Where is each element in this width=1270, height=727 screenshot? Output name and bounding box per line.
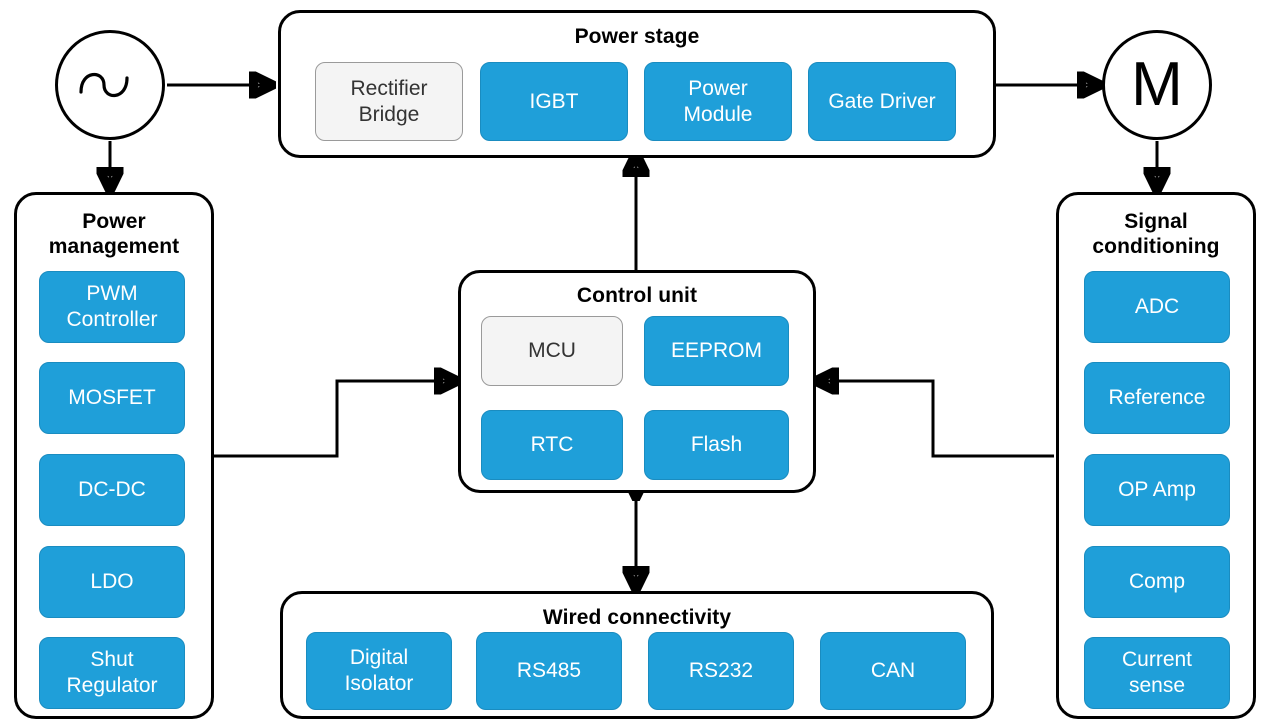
block-label: OP Amp	[1118, 478, 1196, 501]
block-label: Comp	[1128, 570, 1186, 593]
title-line-2: conditioning	[1092, 235, 1220, 258]
block-label: IGBT	[529, 89, 579, 113]
block-label: ADC	[1134, 295, 1180, 318]
motor-symbol: M	[1102, 30, 1212, 140]
label-line-1: PWM	[86, 282, 138, 305]
block-ldo[interactable]: LDO	[39, 546, 185, 618]
block-label: DC-DC	[78, 478, 146, 501]
ac-source-symbol	[55, 30, 165, 140]
block-rs232[interactable]: RS232	[648, 632, 794, 710]
block-mcu[interactable]: MCU	[481, 316, 623, 386]
block-label: RS485	[516, 659, 582, 682]
block-label: Reference	[1108, 386, 1206, 409]
block-op-amp[interactable]: OP Amp	[1084, 454, 1230, 526]
block-reference[interactable]: Reference	[1084, 362, 1230, 434]
block-rs485[interactable]: RS485	[476, 632, 622, 710]
block-label: CAN	[870, 659, 916, 682]
block-label: LDO	[90, 570, 134, 593]
block-label: MCU	[528, 339, 576, 362]
block-label: PWM Controller	[66, 281, 157, 333]
block-power-module[interactable]: Power Module	[644, 62, 792, 141]
block-current-sense[interactable]: Current sense	[1084, 637, 1230, 709]
block-label: Current sense	[1122, 647, 1192, 699]
wired-connectivity-title: Wired connectivity	[542, 606, 732, 629]
block-label: EEPROM	[670, 339, 762, 362]
wire-power-management-to-control-unit	[214, 381, 457, 458]
block-flash[interactable]: Flash	[644, 410, 789, 480]
power-stage-title: Power stage	[574, 25, 700, 48]
title-line-1: Signal	[1124, 210, 1188, 233]
label-line-2: Controller	[66, 308, 158, 331]
block-pwm-controller[interactable]: PWM Controller	[39, 271, 185, 343]
block-label: RTC	[530, 433, 574, 456]
block-comp[interactable]: Comp	[1084, 546, 1230, 618]
label-line-2: Isolator	[344, 672, 414, 695]
block-label: MOSFET	[68, 386, 156, 409]
label-line-1: Digital	[349, 646, 409, 669]
wire-signal-conditioning-to-control-unit	[816, 381, 1054, 458]
block-rectifier-bridge[interactable]: Rectifier Bridge	[315, 62, 463, 141]
control-unit-title: Control unit	[576, 284, 698, 307]
block-rtc[interactable]: RTC	[481, 410, 623, 480]
label-line-1: Rectifier	[350, 76, 428, 100]
block-label: Digital Isolator	[345, 645, 414, 697]
block-gate-driver[interactable]: Gate Driver	[808, 62, 956, 141]
label-line-2: Module	[683, 102, 753, 126]
block-label: Flash	[690, 433, 743, 456]
block-label: Shut Regulator	[66, 647, 157, 699]
power-management-title: Power management	[17, 209, 211, 259]
block-adc[interactable]: ADC	[1084, 271, 1230, 343]
title-line-1: Power	[82, 210, 146, 233]
label-line-2: Bridge	[358, 102, 420, 126]
block-label: Rectifier Bridge	[350, 76, 427, 128]
motor-label: M	[1131, 50, 1183, 119]
label-line-2: sense	[1128, 674, 1186, 697]
block-digital-isolator[interactable]: Digital Isolator	[306, 632, 452, 710]
block-can[interactable]: CAN	[820, 632, 966, 710]
title-line-2: management	[48, 235, 180, 258]
label-line-1: Current	[1121, 648, 1193, 671]
signal-conditioning-title: Signal conditioning	[1059, 209, 1253, 259]
block-shut-regulator[interactable]: Shut Regulator	[39, 637, 185, 709]
sine-wave-icon	[79, 73, 129, 97]
label-line-1: Shut	[90, 648, 134, 671]
label-line-2: Regulator	[66, 674, 158, 697]
block-label: Gate Driver	[828, 89, 936, 113]
block-label: RS232	[688, 659, 754, 682]
block-eeprom[interactable]: EEPROM	[644, 316, 789, 386]
label-line-1: Power	[688, 76, 748, 100]
block-dc-dc[interactable]: DC-DC	[39, 454, 185, 526]
block-mosfet[interactable]: MOSFET	[39, 362, 185, 434]
block-label: Power Module	[684, 76, 753, 128]
block-igbt[interactable]: IGBT	[480, 62, 628, 141]
